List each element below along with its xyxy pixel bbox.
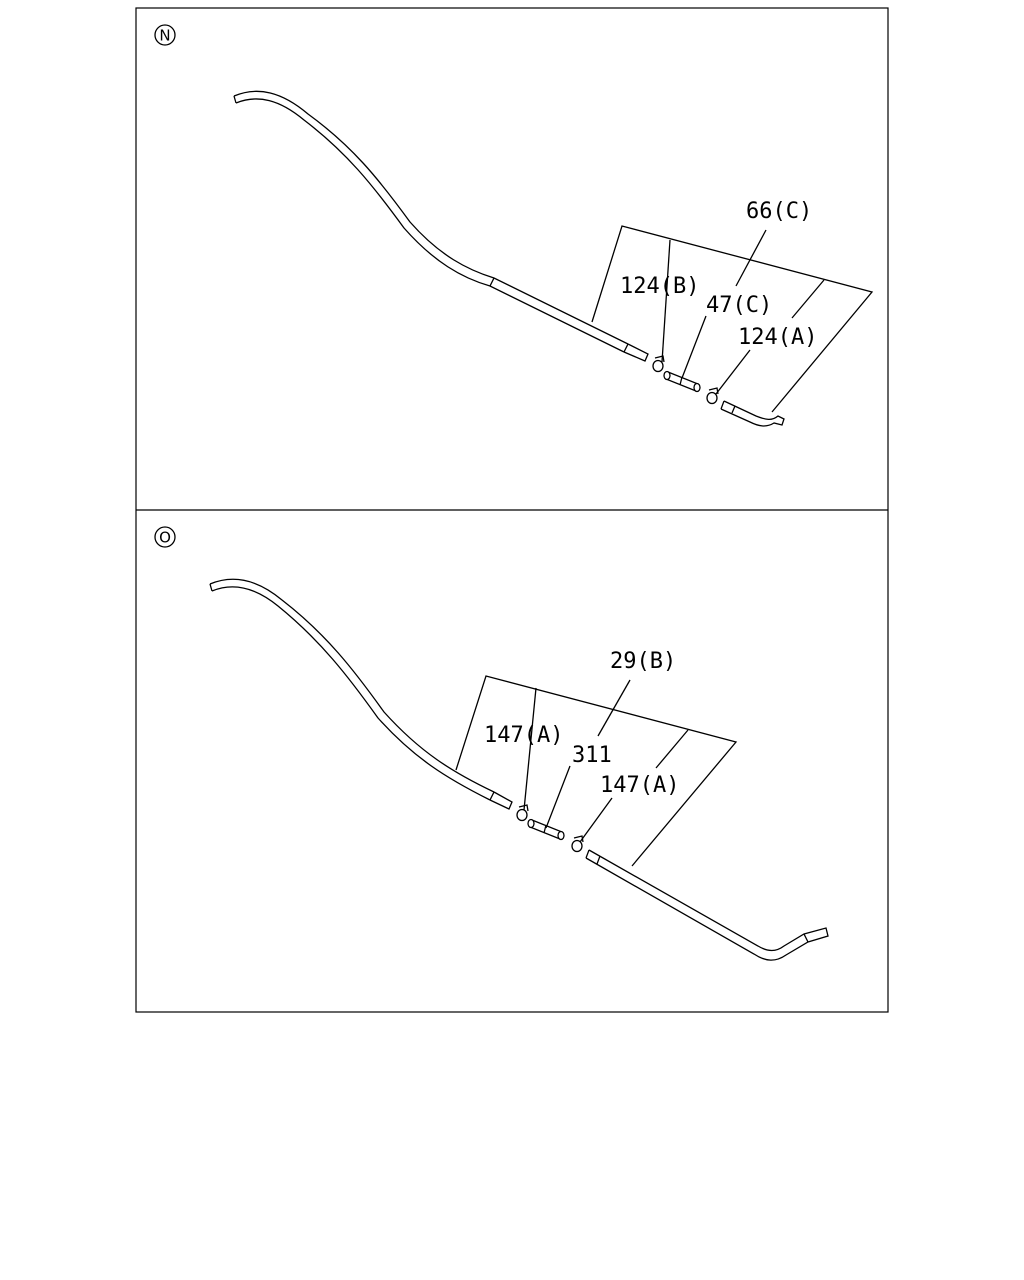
panel-n-leader-124a xyxy=(715,349,751,395)
panel-o-marker-label: O xyxy=(159,529,171,547)
panel-o-leader-147a-left xyxy=(523,687,537,811)
panel-n-leader-124b xyxy=(661,239,671,363)
panel-o-hose-311 xyxy=(527,818,565,841)
panel-o-clamp-147a-right xyxy=(571,835,584,853)
panel-n-clamp-124a xyxy=(706,387,719,405)
panel-n-callout-124b: 124(B) xyxy=(620,274,699,299)
panel-o-leader-147a-upper xyxy=(655,729,689,769)
panel-n-leader-bracket xyxy=(591,225,874,413)
panel-o-leader-bracket xyxy=(455,675,738,867)
panel-o-callout-311: 311 xyxy=(572,743,612,768)
panel-o-leader-311 xyxy=(545,765,571,829)
panel-n-callout-124a: 124(A) xyxy=(738,325,817,350)
panel-n: N xyxy=(154,24,874,427)
panel-o-callout-29b: 29(B) xyxy=(610,649,676,674)
panel-o-callout-147a-left: 147(A) xyxy=(484,723,563,748)
panel-o-leader-147a-right xyxy=(579,797,613,843)
panel-n-hose-47c xyxy=(663,370,701,393)
panel-n-clamp-124b xyxy=(652,355,665,373)
panel-n-marker-label: N xyxy=(159,27,170,45)
panel-n-short-pipe xyxy=(720,400,785,427)
panel-o: O xyxy=(154,526,829,961)
panel-o-leader-29b xyxy=(597,679,631,737)
panel-o-clamp-147a-left xyxy=(516,804,529,822)
panel-n-callout-47c: 47(C) xyxy=(706,293,772,318)
panel-n-marker: N xyxy=(154,24,176,46)
panel-o-callout-147a-right: 147(A) xyxy=(600,773,679,798)
panel-n-leader-124a-upper xyxy=(791,279,825,319)
panel-n-leader-66c xyxy=(735,229,767,287)
panel-o-marker: O xyxy=(154,526,176,548)
panel-o-lower-pipe xyxy=(585,849,829,961)
panel-n-leader-47c xyxy=(681,315,707,379)
panel-n-fuel-pipe xyxy=(233,90,649,362)
panel-o-fuel-pipe xyxy=(209,578,513,810)
panel-n-callout-66c: 66(C) xyxy=(746,199,812,224)
